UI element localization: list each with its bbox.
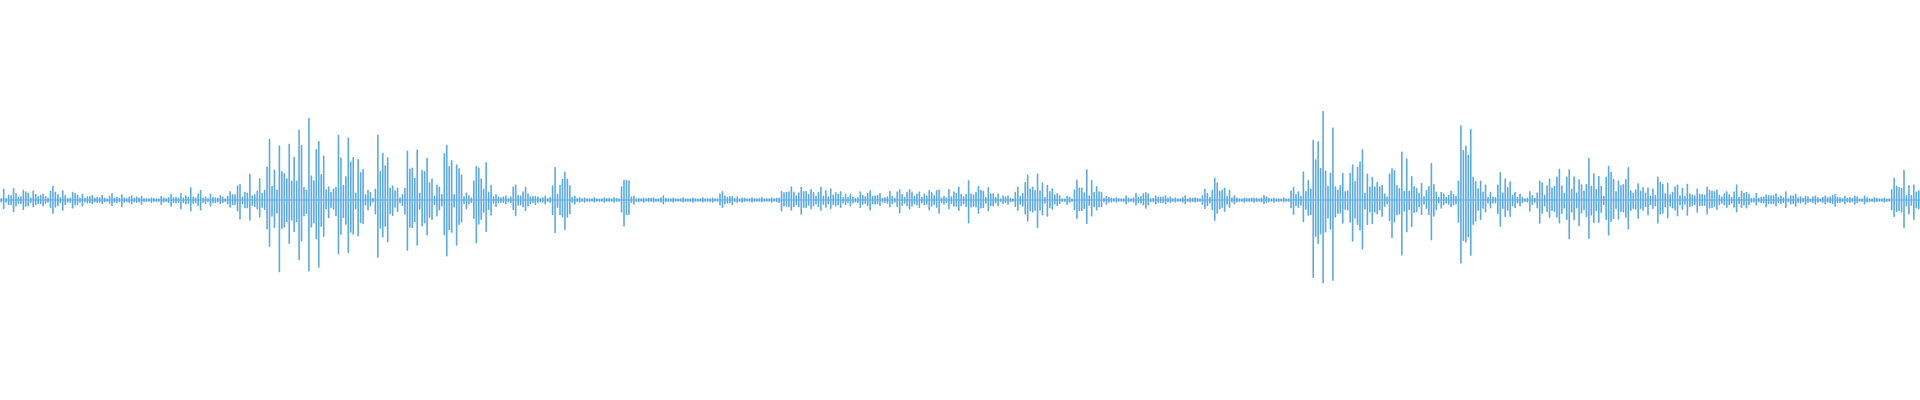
waveform-bars [0,110,1920,284]
